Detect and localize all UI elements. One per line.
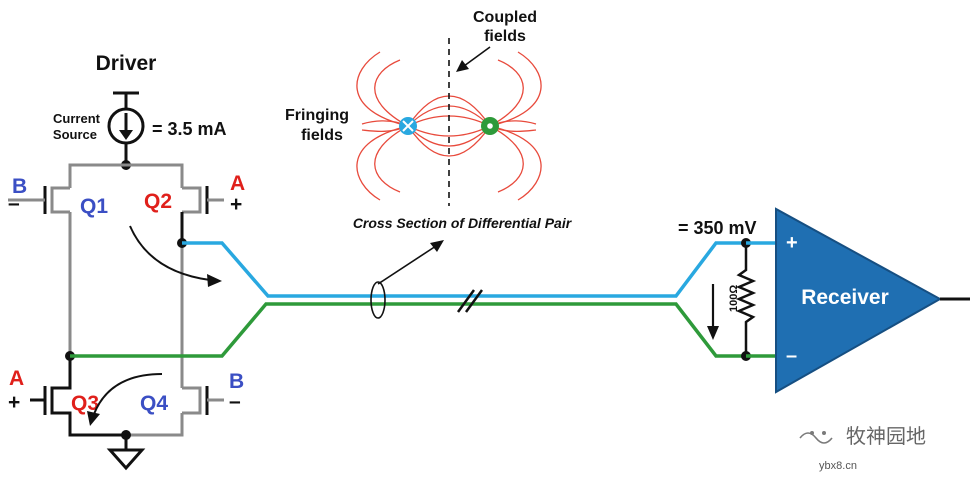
receiver-minus-input: – xyxy=(786,345,797,367)
green-trace xyxy=(70,302,746,358)
conductor-into-page xyxy=(399,117,417,135)
transistor-q4 xyxy=(182,386,224,415)
cross-section-pointer xyxy=(377,240,444,285)
transistor-q1 xyxy=(8,186,70,214)
ground-symbol xyxy=(106,430,146,471)
fringing-fields-label-2: fields xyxy=(301,127,343,144)
current-flow-arrow-top xyxy=(129,225,222,287)
q4-gate-letter: B xyxy=(229,370,244,393)
coupled-fields-label-2: fields xyxy=(484,28,526,45)
q4-label: Q4 xyxy=(140,392,168,415)
driver-title: Driver xyxy=(96,52,157,75)
q3-gate-letter: A xyxy=(9,367,24,390)
current-source-label-2: Source xyxy=(53,127,97,142)
receiver-amplifier xyxy=(775,207,970,394)
watermark-url: ybx8.cn xyxy=(819,460,857,472)
blue-trace xyxy=(182,241,746,298)
termination-resistor xyxy=(735,238,776,361)
current-flow-arrow-bottom xyxy=(87,373,163,426)
cross-section-caption: Cross Section of Differential Pair xyxy=(353,215,573,231)
q1-gate-letter: B xyxy=(12,175,27,198)
current-source xyxy=(107,91,145,170)
resistor-label: 100Ω xyxy=(728,285,740,312)
coupled-fields-label: Coupled xyxy=(473,9,537,26)
break-marks xyxy=(456,289,484,313)
coupled-fields-arrow xyxy=(456,46,491,72)
transistor-q2 xyxy=(177,186,224,248)
voltage-arrow xyxy=(707,284,719,340)
watermark-logo-icon xyxy=(799,431,833,444)
receiver-label: Receiver xyxy=(801,286,889,309)
receiver-plus-input: + xyxy=(786,232,798,254)
watermark-name: 牧神园地 xyxy=(846,424,926,448)
cable-marker xyxy=(370,281,386,319)
q3-label: Q3 xyxy=(71,392,99,415)
voltage-label: = 350 mV xyxy=(678,218,757,238)
conductor-out-of-page xyxy=(481,117,499,135)
q1-label: Q1 xyxy=(80,195,108,218)
q2-label: Q2 xyxy=(144,190,172,213)
current-source-label: Current xyxy=(53,111,101,126)
q4-gate-sign: – xyxy=(229,390,241,413)
q3-gate-sign: + xyxy=(8,391,20,414)
q1-gate-sign: – xyxy=(8,192,20,215)
driver-wiring xyxy=(68,163,184,437)
q2-gate-letter: A xyxy=(230,172,245,195)
q2-gate-sign: + xyxy=(230,193,242,216)
current-value: = 3.5 mA xyxy=(152,119,227,139)
fringing-fields-label: Fringing xyxy=(285,107,349,124)
